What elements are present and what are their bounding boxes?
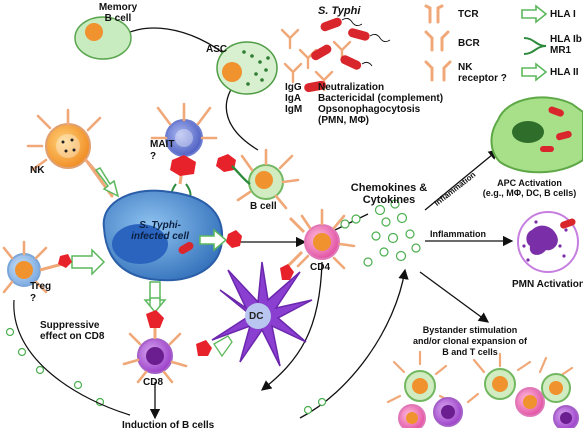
legend-hla1b-line1: HLA Ib (550, 34, 582, 45)
effect-neutralization: Neutralization (318, 82, 443, 93)
nk-hla-arrow (96, 168, 118, 196)
b-cell-label: B cell (250, 201, 277, 212)
pmn-activation-label: PMN Activation (512, 279, 583, 290)
inflammation-lower-label: Inflammation (430, 229, 486, 240)
memory-b-label-line1: Memory (86, 2, 150, 13)
treg-label: Treg (30, 281, 51, 292)
apc-activation-line1: APC Activation (476, 178, 583, 188)
dc-label: DC (249, 311, 263, 322)
nk-cell (28, 110, 118, 196)
to-bystander-arrow (420, 272, 488, 322)
legend-hla1b-line2: MR1 (550, 45, 582, 56)
bystander-line1: Bystander stimulation (400, 325, 540, 336)
asc-label: ASC (206, 44, 227, 55)
infected-cell-label: S. Typhi- infected cell (120, 220, 200, 242)
bystander-label: Bystander stimulation and/or clonal expa… (400, 325, 540, 358)
mait-cell (152, 104, 216, 204)
cd8-cell (124, 298, 186, 382)
apc-activation-label: APC Activation (e.g., MΦ, DC, B cells) (476, 178, 583, 198)
typhi-infected-cell (104, 191, 242, 312)
igm-label: IgM (285, 104, 302, 115)
typhi-title: S. Typhi (318, 6, 360, 17)
suppressive-line2: effect on CD8 (40, 331, 104, 342)
bottom-partial-label: Induction of B cells (122, 420, 214, 431)
igg-label: IgG (285, 82, 302, 93)
antibody-effects: Neutralization Bactericidal (complement)… (318, 82, 443, 126)
legend-hla1: HLA I (550, 9, 576, 20)
chemokines-line1: Chemokines & (348, 182, 430, 194)
legend-hla2: HLA II (550, 67, 579, 78)
treg-question: ? (30, 293, 36, 304)
effect-pmn-macrophage: (PMN, MΦ) (318, 115, 443, 126)
suppressive-label: Suppressive effect on CD8 (40, 320, 104, 342)
pmn-cell (518, 212, 578, 272)
effect-bactericidal: Bactericidal (complement) (318, 93, 443, 104)
legend-nk-receptor-line2: receptor ? (458, 73, 507, 84)
effect-opsonophagocytosis: Opsonophagocytosis (318, 104, 443, 115)
cd4-label: CD4 (310, 262, 330, 273)
infected-cell-label-line1: S. Typhi- (120, 220, 200, 231)
mait-question: ? (150, 151, 156, 162)
memory-b-label: Memory B cell (86, 2, 150, 24)
chemokines-label: Chemokines & Cytokines (348, 182, 430, 206)
apc-activation-line2: (e.g., MΦ, DC, B cells) (476, 188, 583, 198)
legend-tcr: TCR (458, 9, 479, 20)
iga-label: IgA (285, 93, 301, 104)
mait-label: MAIT (150, 139, 174, 150)
legend-nk-receptor-line1: NK (458, 62, 507, 73)
suppressive-line1: Suppressive (40, 320, 104, 331)
apc-activated-cell (492, 97, 583, 172)
bystander-line2: and/or clonal expansion of (400, 336, 540, 347)
bystander-cell-cluster (388, 352, 578, 428)
infected-to-cd8-arrow-shape (145, 282, 165, 312)
chemokines-line2: Cytokines (348, 194, 430, 206)
legend-bcr: BCR (458, 38, 480, 49)
legend-nk-receptor: NK receptor ? (458, 62, 507, 84)
memory-b-label-line2: B cell (86, 13, 150, 24)
cd8-label: CD8 (143, 377, 163, 388)
nk-label: NK (30, 165, 44, 176)
infected-cell-label-line2: infected cell (120, 231, 200, 242)
bystander-line3: B and T cells (400, 347, 540, 358)
suppressive-line (14, 300, 130, 415)
legend-hla1b: HLA Ib MR1 (550, 34, 582, 56)
feedback-arrow (300, 270, 405, 418)
b-cell (216, 150, 298, 208)
treg-cell (4, 242, 104, 292)
